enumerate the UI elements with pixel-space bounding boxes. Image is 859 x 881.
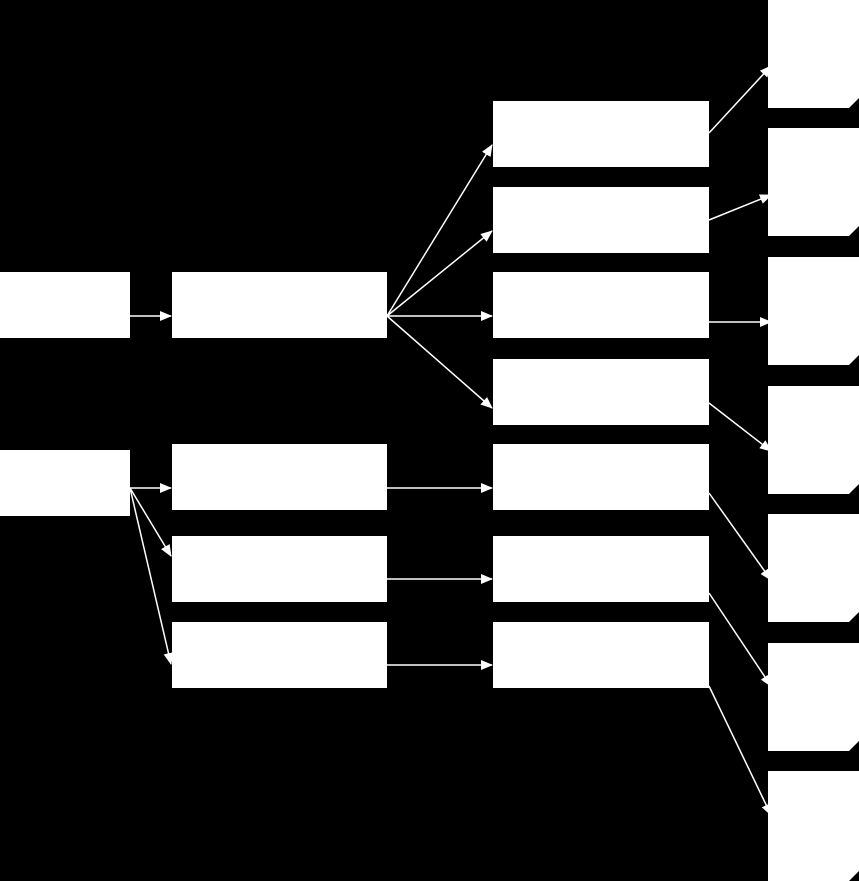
node-output-6-shape xyxy=(768,643,859,751)
edge-stage2-5-to-output-5 xyxy=(708,492,772,581)
node-output-3-shape xyxy=(768,257,859,365)
node-stage2-1-shape xyxy=(493,101,709,167)
node-output-4 xyxy=(768,386,859,494)
node-output-3 xyxy=(768,257,859,365)
node-stage2-4 xyxy=(493,359,709,425)
node-output-4-shape xyxy=(768,386,859,494)
node-stage2-3 xyxy=(493,272,709,338)
edge-stage1-a-to-stage2-1 xyxy=(386,144,493,317)
node-output-2-shape xyxy=(768,128,859,236)
node-stage1-b xyxy=(172,444,387,510)
node-stage2-6-shape xyxy=(493,536,709,602)
edge-stage2-4-to-output-4 xyxy=(708,402,772,452)
edges-layer xyxy=(129,65,772,816)
node-output-5 xyxy=(768,514,859,622)
node-stage1-a-shape xyxy=(172,272,387,338)
edge-source-2-to-stage1-d xyxy=(129,487,174,665)
node-stage1-a xyxy=(172,272,387,338)
node-stage2-7-shape xyxy=(493,622,709,688)
edge-stage2-2-to-output-2 xyxy=(708,194,772,221)
edge-stage1-a-to-stage2-4 xyxy=(386,315,493,409)
node-output-7-shape xyxy=(768,771,859,881)
node-stage2-1 xyxy=(493,101,709,167)
node-output-7 xyxy=(768,771,859,881)
edge-source-2-to-stage1-c xyxy=(129,487,172,557)
edge-stage2-7-to-output-7 xyxy=(708,685,772,816)
edge-stage2-6-to-output-6 xyxy=(708,592,772,687)
node-stage1-d xyxy=(172,622,387,688)
node-stage2-6 xyxy=(493,536,709,602)
node-output-5-shape xyxy=(768,514,859,622)
node-output-1 xyxy=(768,0,859,108)
node-stage1-b-shape xyxy=(172,444,387,510)
node-source-2 xyxy=(0,450,130,516)
node-source-1 xyxy=(0,272,130,338)
node-stage2-7 xyxy=(493,622,709,688)
node-source-1-shape xyxy=(0,272,130,338)
node-output-1-shape xyxy=(768,0,859,108)
node-stage2-4-shape xyxy=(493,359,709,425)
node-output-2 xyxy=(768,128,859,236)
node-stage2-5 xyxy=(493,444,709,510)
node-stage2-5-shape xyxy=(493,444,709,510)
node-output-6 xyxy=(768,643,859,751)
node-stage2-3-shape xyxy=(493,272,709,338)
node-stage1-c-shape xyxy=(172,536,387,602)
node-stage1-c xyxy=(172,536,387,602)
node-stage2-2 xyxy=(493,187,709,253)
edge-stage1-a-to-stage2-2 xyxy=(386,230,493,317)
node-stage2-2-shape xyxy=(493,187,709,253)
node-source-2-shape xyxy=(0,450,130,516)
edge-stage2-1-to-output-1 xyxy=(708,65,772,134)
node-stage1-d-shape xyxy=(172,622,387,688)
